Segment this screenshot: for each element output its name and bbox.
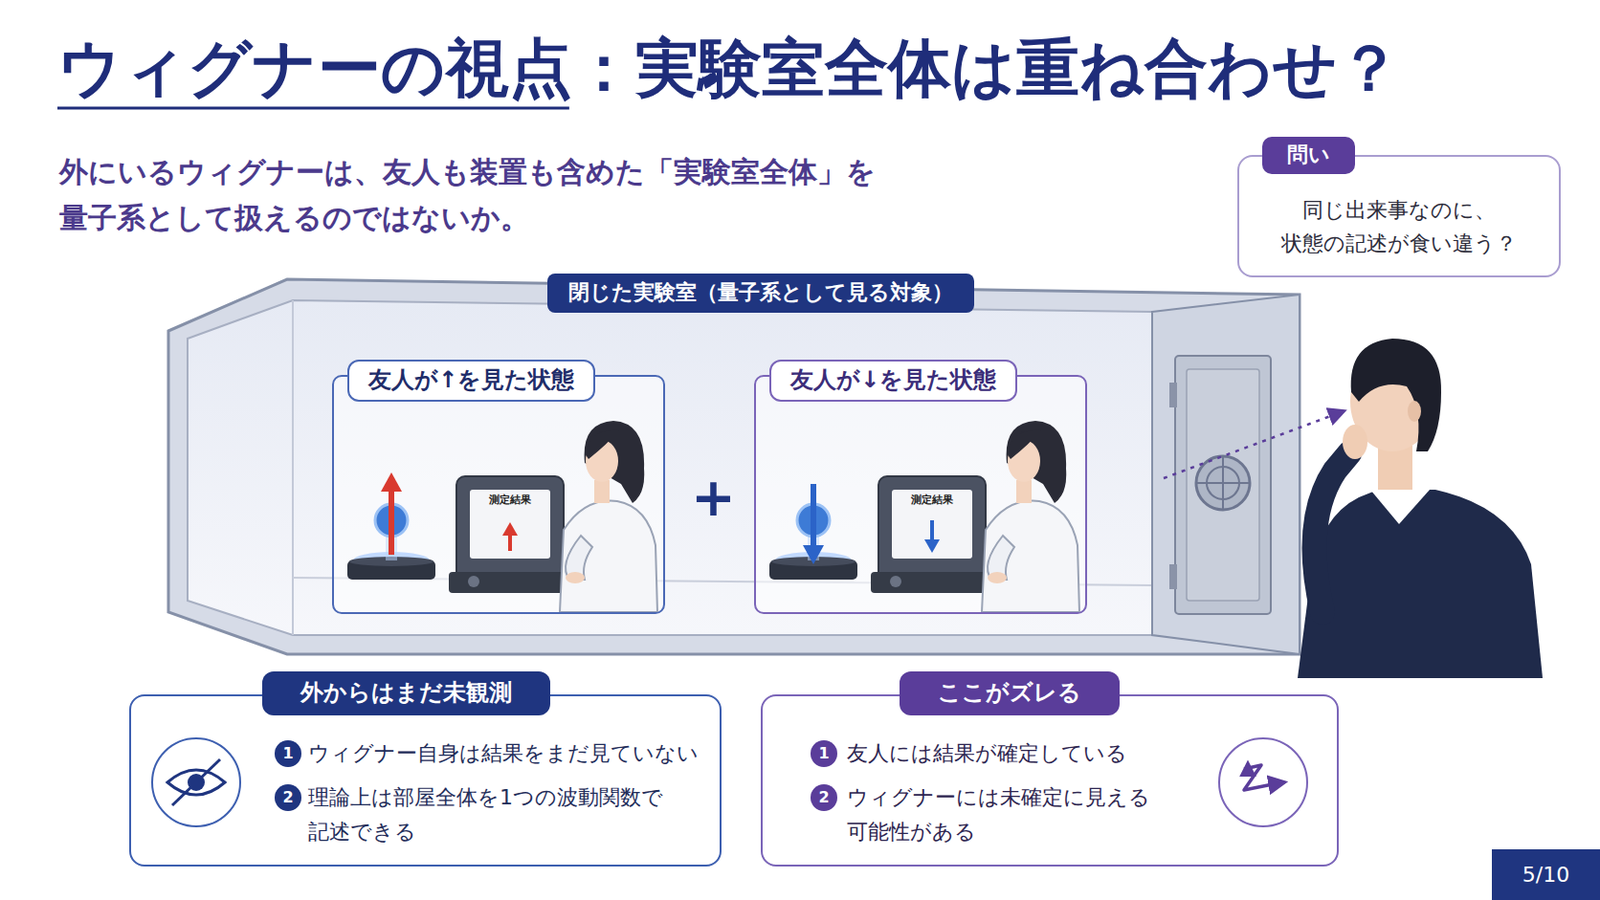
gaze-arrow [1163, 411, 1344, 479]
scientist-coat [981, 501, 1080, 613]
result-arrow-head [924, 539, 940, 554]
spin-arrow-head [802, 545, 824, 565]
callout-number: 2 [274, 784, 302, 812]
scientist-neck [594, 480, 610, 504]
title-underline [57, 106, 570, 110]
state-heading: 友人が↑を見た状態 [347, 359, 596, 402]
shirt-collar [1370, 489, 1430, 525]
scientist-neck [1016, 480, 1032, 504]
suit [1297, 489, 1543, 679]
lab-corner-line [291, 300, 294, 636]
callout-number: 1 [274, 740, 302, 768]
closed-lab: 閉じた実験室（量子系として見る対象）友人が↑を見た状態測定結果友人が↓を見た状態… [172, 287, 1302, 656]
zigzag-arrow [1246, 763, 1250, 778]
door-wheel [1196, 456, 1250, 511]
monitor-screen [891, 489, 973, 559]
subtitle: 外にいるウィグナーは、友人も装置も含めた「実験室全体」を 量子系として扱えるので… [59, 149, 1007, 242]
monitor [456, 476, 564, 584]
info-item: 友人には結果が確定している [846, 736, 1211, 772]
question-box: 問い同じ出来事なのに、 状態の記述が食い違う？ [1237, 155, 1561, 278]
ear [1407, 400, 1422, 423]
spin-arrow [388, 489, 395, 556]
question-text: 同じ出来事なのに、 状態の記述が食い違う？ [1254, 193, 1544, 261]
keyboard-knob [889, 576, 902, 588]
info-item: ウィグナー自身は結果をまだ見ていない [308, 736, 711, 772]
info-box: 外からはまだ未観測1ウィグナー自身は結果をまだ見ていない2理論上は部屋全体を1つ… [129, 694, 722, 867]
scientist-hand [565, 572, 585, 584]
lab-door [1175, 355, 1271, 615]
result-arrow-head [502, 522, 518, 536]
zigzag-arrow [1272, 782, 1285, 785]
scientist-hair [1006, 421, 1067, 504]
scientist-coat [559, 501, 658, 613]
callout-number: 2 [810, 784, 838, 812]
info-box: ここがズレる1友人には結果が確定している2ウィグナーには未確定に見える 可能性が… [760, 694, 1339, 867]
mismatch-icon [1219, 738, 1308, 827]
door-hinge [1169, 382, 1178, 408]
arm [1314, 453, 1350, 613]
door-wheel-spoke [1196, 482, 1250, 485]
info-item: ウィグナーには未確定に見える 可能性がある [846, 780, 1163, 851]
wigner-figure [1297, 338, 1543, 679]
lab-room [168, 279, 1300, 655]
monitor-text: 測定結果 [891, 493, 973, 507]
slide-title: ウィグナーの視点：実験室全体は重ね合わせ？ [57, 32, 1401, 106]
scientist-hand [987, 572, 1007, 584]
state-box: 友人が↓を見た状態測定結果 [754, 375, 1088, 615]
spin-arrow [810, 484, 817, 548]
lab-outer-shell [168, 279, 1300, 655]
scientist-bangs [1006, 430, 1042, 460]
result-arrow [930, 520, 934, 540]
state-box: 友人が↑を見た状態測定結果 [332, 375, 666, 615]
icon-circle [152, 738, 241, 827]
monitor-text: 測定結果 [469, 493, 551, 507]
question-heading: 問い [1262, 136, 1356, 175]
info-heading: ここがズレる [899, 671, 1120, 716]
spin-arrow-head [380, 472, 402, 492]
info-heading: 外からはまだ未観測 [262, 671, 551, 716]
result-arrow [508, 533, 512, 552]
door-hinge [1169, 564, 1178, 590]
callout-number: 1 [810, 740, 838, 768]
keyboard-knob [467, 576, 480, 588]
plus-sign: + [690, 470, 736, 525]
eye-slash [172, 759, 221, 806]
lab-heading: 閉じた実験室（量子系として見る対象） [547, 273, 975, 313]
monitor [878, 476, 986, 584]
scientist-hair [584, 421, 645, 504]
hand [1342, 424, 1368, 460]
state-heading: 友人が↓を見た状態 [769, 359, 1018, 402]
door-panel [1186, 369, 1260, 601]
page-number: 5/10 [1491, 849, 1600, 900]
neck [1377, 445, 1413, 496]
info-item: 理論上は部屋全体を1つの波動関数で 記述できる [308, 780, 701, 851]
lab-interior [187, 300, 1153, 636]
monitor-screen [469, 489, 551, 559]
unobserved-icon [152, 738, 241, 827]
scientist-bangs [584, 430, 620, 460]
icon-circle [1219, 738, 1308, 827]
